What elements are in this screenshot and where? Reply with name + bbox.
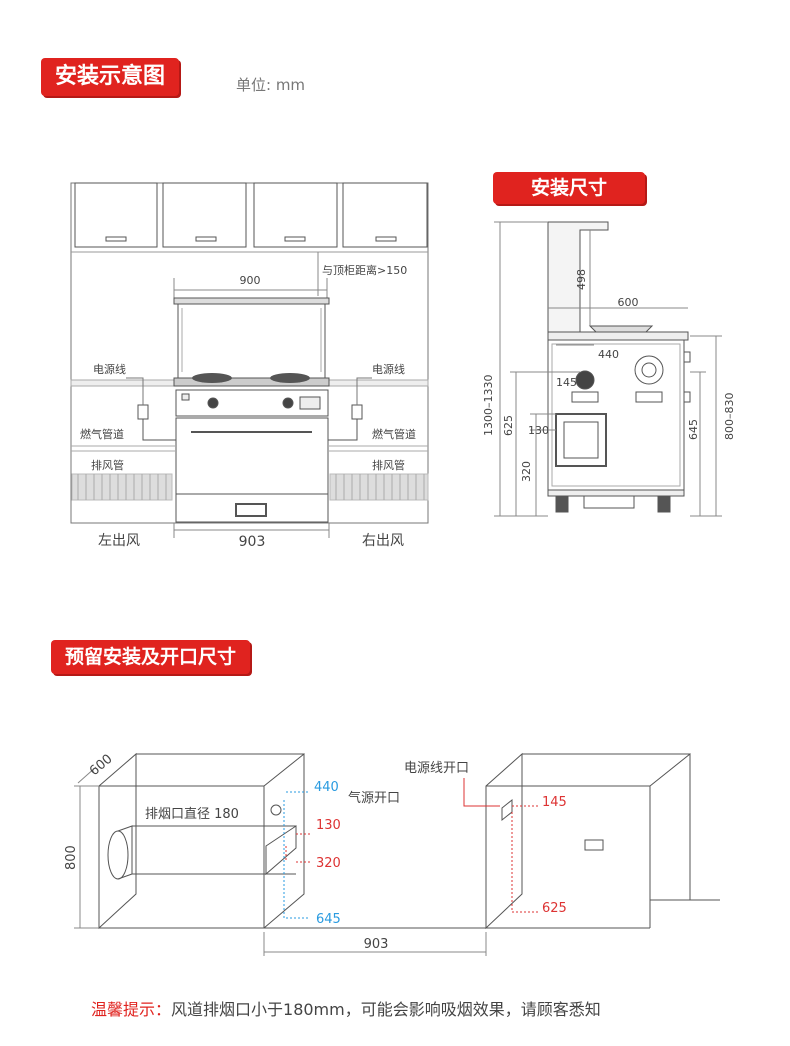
dim-645-blue: 645 <box>316 912 341 927</box>
section-title-install-size: 安装尺寸 <box>493 172 646 204</box>
unit-label: 单位: mm <box>236 76 306 94</box>
power-line-right-label: 电源线 <box>372 362 405 376</box>
dim-600: 600 <box>618 296 639 309</box>
flue-diameter-label: 排烟口直径 180 <box>145 807 239 822</box>
install-front-view <box>70 182 429 538</box>
outlet-left-label: 左出风 <box>98 533 140 549</box>
dim-width-903: 903 <box>364 937 389 952</box>
dim-bottom-width: 903 <box>239 534 266 550</box>
dim-height-800: 800 <box>64 845 79 870</box>
upper-cabinet <box>253 182 338 248</box>
dim-625-red: 625 <box>542 901 567 916</box>
dim-320-red: 320 <box>316 856 341 871</box>
dim-1300-1330: 1300–1330 <box>482 375 495 437</box>
gas-pipe-left-label: 燃气管道 <box>80 427 124 441</box>
exhaust-right-label: 排风管 <box>372 458 405 472</box>
outlet-right-label: 右出风 <box>362 533 404 549</box>
dim-320: 320 <box>520 461 533 482</box>
dim-440-blue: 440 <box>314 780 339 795</box>
power-opening-label: 电源线开口 <box>404 761 469 776</box>
dim-645: 645 <box>687 419 700 440</box>
dim-130: 130 <box>528 424 549 437</box>
gas-opening-label: 气源开口 <box>348 790 400 806</box>
tips-text: 风道排烟口小于180mm，可能会影响吸烟效果，请顾客悉知 <box>171 1000 601 1019</box>
upper-cabinet <box>342 182 428 248</box>
dim-440: 440 <box>598 348 619 361</box>
dim-498: 498 <box>575 269 588 290</box>
gas-pipe-right-label: 燃气管道 <box>372 427 416 441</box>
cabinet-clearance-label: 与顶柜距离>150 <box>322 263 407 277</box>
upper-cabinet <box>74 182 158 248</box>
dim-130-red: 130 <box>316 818 341 833</box>
exhaust-left-label: 排风管 <box>91 458 124 472</box>
section-title-install-diagram: 安装示意图 <box>41 58 180 96</box>
install-side-view <box>494 221 722 517</box>
reserved-opening-view <box>74 752 720 956</box>
upper-cabinet <box>162 182 247 248</box>
tips-label: 温馨提示： <box>91 1000 172 1019</box>
power-line-left-label: 电源线 <box>93 362 126 376</box>
dim-145: 145 <box>556 376 577 389</box>
dim-top-width: 900 <box>240 274 261 287</box>
dim-800-830: 800–830 <box>723 393 736 441</box>
dim-625: 625 <box>502 415 515 436</box>
dim-145-red: 145 <box>542 795 567 810</box>
section-title-reserved-opening: 预留安装及开口尺寸 <box>51 640 251 674</box>
tips-note: 温馨提示：风道排烟口小于180mm，可能会影响吸烟效果，请顾客悉知 <box>91 996 601 1020</box>
